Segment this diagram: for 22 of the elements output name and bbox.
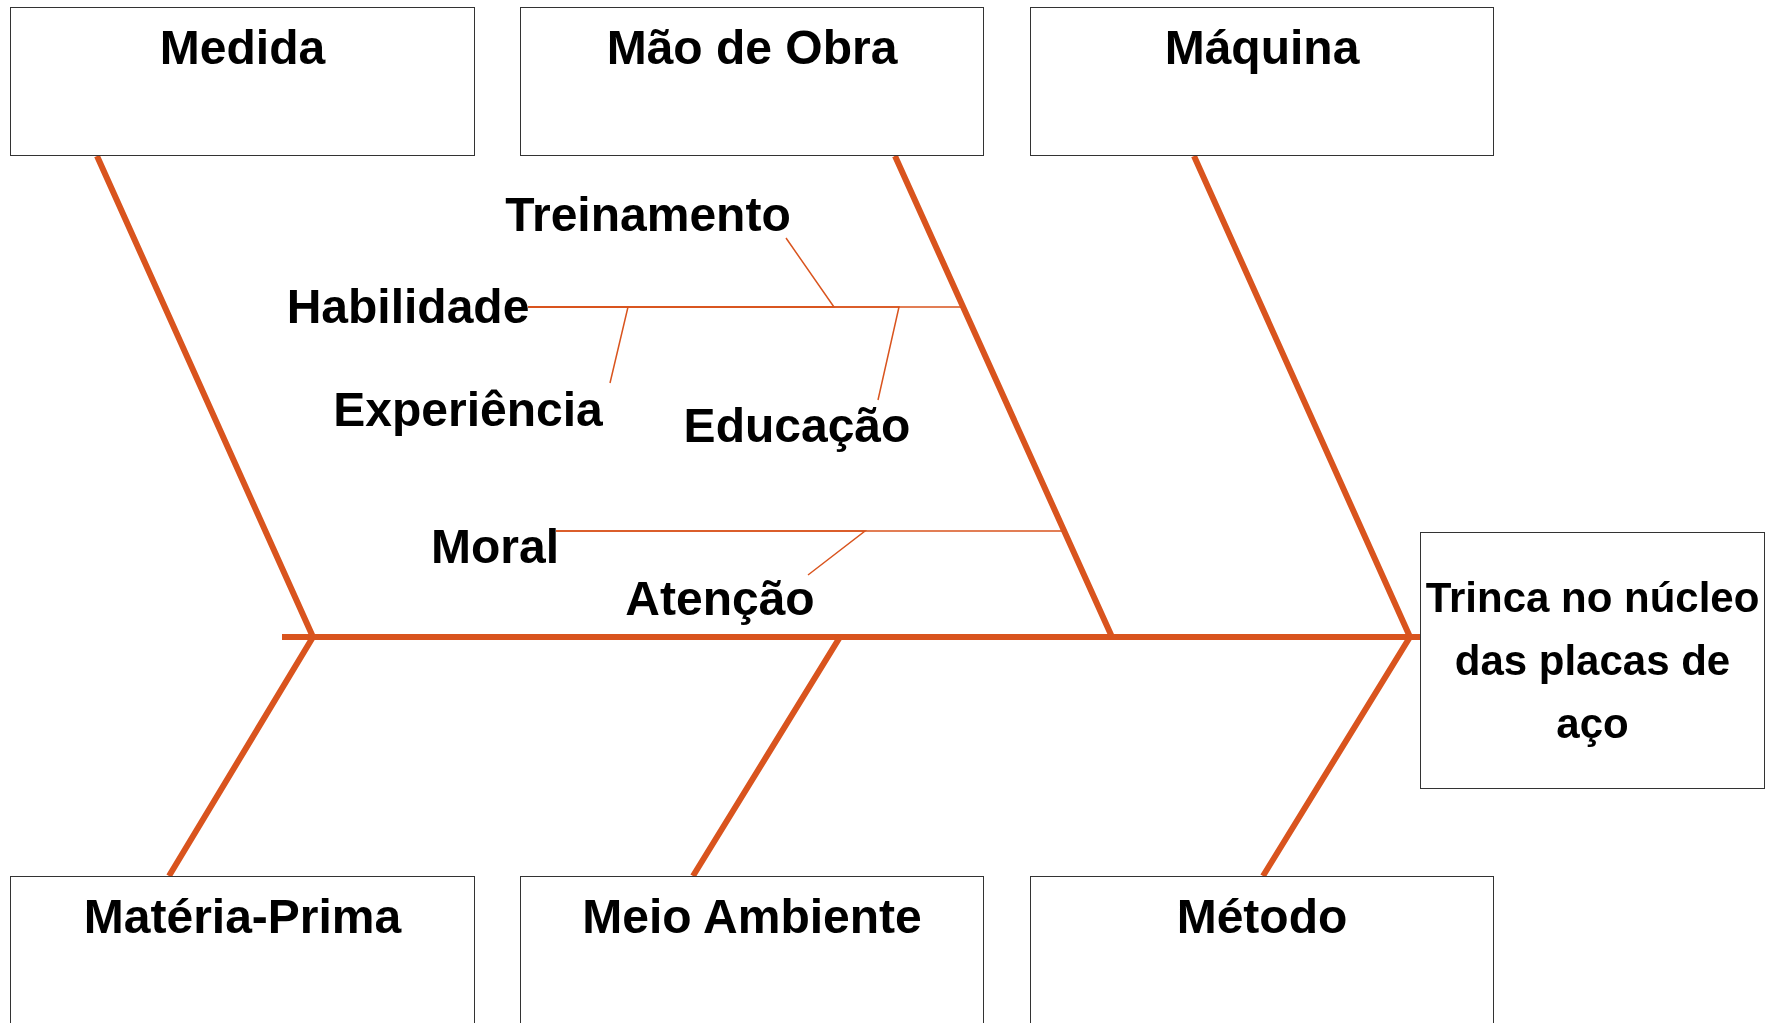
category-title: Máquina — [1163, 20, 1361, 75]
cause-line — [527, 306, 900, 401]
category-title: Mão de Obra — [605, 20, 899, 75]
category-box — [1030, 7, 1494, 156]
category-box — [520, 7, 984, 156]
cause-line — [555, 530, 868, 576]
category-title: Matéria-Prima — [82, 889, 403, 944]
cause-label: Experiência — [333, 381, 603, 437]
category-title: Medida — [158, 20, 327, 75]
effect-box — [1420, 532, 1765, 789]
category-box — [10, 7, 475, 156]
cause-label: Treinamento — [505, 186, 791, 242]
cause-label: Moral — [431, 518, 559, 574]
category-box — [10, 876, 475, 1023]
category-box — [1030, 876, 1494, 1023]
cause-label: Atenção — [625, 570, 815, 626]
effect-text: Trinca no núcleo das placas de aço — [1424, 573, 1761, 749]
cause-label: Habilidade — [286, 278, 530, 334]
cause-label: Educação — [683, 397, 911, 453]
category-title: Meio Ambiente — [581, 889, 923, 944]
category-box — [520, 876, 984, 1023]
category-title: Método — [1175, 889, 1349, 944]
